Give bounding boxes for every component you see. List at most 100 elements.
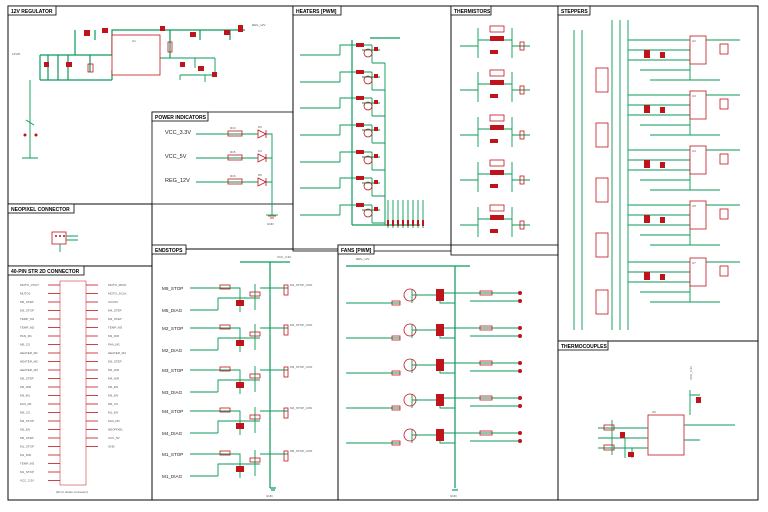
endstop-label-5: M3_DIAG [162, 390, 183, 395]
stepper-net-1 [628, 94, 740, 136]
endstop-net-2 [190, 366, 288, 394]
stepper-net-3 [628, 204, 740, 246]
thermistor-cap-2 [490, 125, 504, 130]
stepper-resistor-4 [644, 272, 650, 280]
endstop-label-4: M3_STOP [162, 368, 183, 373]
endstop-connector-1 [283, 324, 289, 336]
connector40-left-label-11: M5_STEP [20, 377, 34, 381]
svg-text:D4: D4 [258, 149, 262, 153]
stepper-driver-label-1: U3 [692, 94, 696, 98]
endstop-cap-0 [236, 300, 244, 306]
heater-cap-5 [374, 180, 378, 184]
heater-cap-1 [374, 74, 378, 78]
stepper-driver-3 [689, 200, 707, 230]
connector40-right-label-5: TEMP_M3 [108, 326, 123, 330]
endstop-label-7: M4_DIAG [162, 431, 183, 436]
endstop-filter-3 [249, 414, 261, 420]
thermistor-filter-3 [490, 184, 498, 188]
endstop-filter-0 [249, 291, 261, 297]
fan-net-0 [346, 289, 520, 304]
stepper-net-2 [628, 149, 740, 191]
fan-pin-a-3 [518, 396, 522, 400]
endstop-conn-label-2: M3_STOP_CON [290, 365, 312, 369]
thermistors-circuit [460, 25, 530, 237]
steppers-bus [573, 20, 629, 330]
svg-text:R13: R13 [230, 126, 236, 130]
stepper-cap-4 [660, 274, 665, 280]
thermistor-conn-1 [519, 85, 525, 95]
regulator-ic [111, 34, 161, 76]
heater-cap-0 [374, 47, 378, 51]
connector40-left-label-17: M2_EN [20, 428, 30, 432]
stepper-mux-3 [595, 232, 609, 258]
thermistor-resistor-3 [489, 159, 505, 167]
fan-pin-b-0 [518, 299, 522, 303]
frame-fans [337, 244, 559, 501]
stepper-resistor-2 [644, 160, 650, 168]
fan-transistor-3 [403, 393, 417, 407]
heater-cap-2 [374, 100, 378, 104]
endstop-filter-4 [249, 457, 261, 463]
stepper-cap-3 [660, 217, 665, 223]
connector40-right-label-17: NEOPIXEL [108, 428, 123, 432]
endstop-resistor-2 [219, 366, 231, 372]
endstops-circuit: VCC_3.3V GND M5_STOPM5_DIAGM1_STOP_CONM2… [162, 255, 312, 498]
heater-resistor-2 [356, 96, 364, 100]
title-fans: FANS [PWM] [341, 248, 372, 254]
stepper-net-4 [628, 261, 740, 303]
connector40-caption: (Don't obtain connector) [56, 490, 88, 494]
frame-thermistors [450, 5, 559, 256]
endstop-label-9: M1_DIAG [162, 474, 183, 479]
sheet-border [7, 5, 759, 501]
connector40-right-label-10: M2_DIR [108, 368, 120, 372]
connector40-left-label-15: M5_CS [20, 411, 30, 415]
connector40-right-label-14: M2_CS [108, 402, 118, 406]
stepper-mux-1 [595, 122, 609, 148]
heater-pin-4 [407, 220, 409, 226]
stepper-driver-label-4: U7 [692, 261, 696, 265]
fan-transistor-2 [403, 358, 417, 372]
fan-net-4 [346, 429, 520, 444]
heater-pin-7 [422, 220, 424, 226]
stepper-mux-4 [595, 289, 609, 315]
fan-out-resistor-1 [479, 325, 493, 331]
endstop-label-8: M1_STOP [162, 452, 183, 457]
fan-out-resistor-0 [479, 290, 493, 296]
endstop-resistor-1 [219, 324, 231, 330]
fan-mosfet-1 [436, 324, 444, 336]
title-thermistors: THERMISTORS [454, 9, 491, 15]
heater-resistor-4 [356, 150, 364, 154]
endstop-cap-3 [236, 423, 244, 429]
endstop-cap-4 [236, 466, 244, 472]
stepper-resistor-1 [644, 105, 650, 113]
heater-resistor-3 [356, 123, 364, 127]
endstop-label-0: M5_STOP [162, 286, 183, 291]
fan-pin-b-3 [518, 404, 522, 408]
connector40-right-label-9: M2_STEP [108, 360, 122, 364]
heater-pin-5 [412, 220, 414, 226]
connector40-right-label-2: VCC5V [108, 300, 118, 304]
fan-out-resistor-4 [479, 430, 493, 436]
connector40-left-label-7: M5_CS [20, 343, 30, 347]
fan-mosfet-2 [436, 359, 444, 371]
thermistor-resistor-1 [489, 69, 505, 77]
stepper-cap-0 [660, 52, 665, 58]
thermocouple-ic [647, 414, 685, 456]
neopixel-connector [51, 231, 78, 252]
connector40-left-pins: MOTO_VOUTMUTO1M5_STEPM3_STOPTEMP_M1TEMP_… [20, 283, 60, 483]
connector40-right-label-7: FAN_M2 [108, 343, 120, 347]
heater-cap-4 [374, 154, 378, 158]
connector40-right-label-13: M3_EN [108, 394, 118, 398]
stepper-net-0 [628, 39, 740, 81]
endstop-cap-1 [236, 340, 244, 346]
connector40-right-label-11: M4_DIR [108, 377, 120, 381]
stepper-connector-4 [719, 265, 729, 277]
endstops-supply: VCC_3.3V [277, 255, 291, 259]
connector40-right-label-15: M1_EN [108, 411, 118, 415]
endstop-conn-label-3: M4_STOP_CON [290, 406, 312, 410]
heater-mosfet-3 [363, 128, 373, 138]
fans-gnd: GND [450, 494, 458, 498]
fan-pin-a-2 [518, 361, 522, 365]
